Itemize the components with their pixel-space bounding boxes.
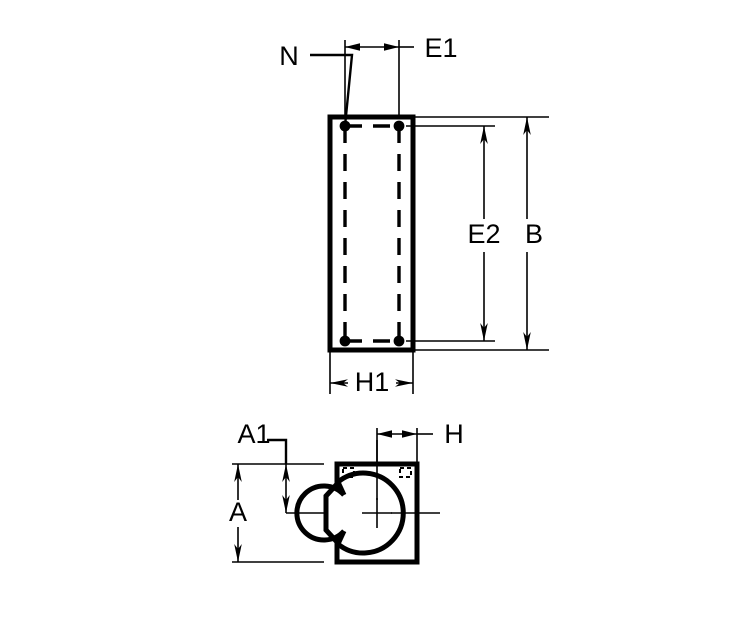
h1-arrow-right <box>395 379 413 387</box>
h1-arrow-left <box>330 379 348 387</box>
dimension-b: B <box>406 116 549 351</box>
dimension-label-e1: E1 <box>424 33 457 63</box>
pin-dot-top-right <box>393 120 405 132</box>
e1-arrow-left <box>345 43 360 51</box>
h-arrow-right <box>402 430 417 438</box>
pin-dot-bottom-right <box>393 335 405 347</box>
dimension-label-b: B <box>525 219 543 249</box>
n-leader-line <box>310 53 354 127</box>
pin-dot-bottom-left <box>339 335 351 347</box>
a1-arrow-top <box>282 464 290 482</box>
dimension-label-a: A <box>229 497 247 527</box>
dimension-label-h: H <box>444 419 464 449</box>
dimension-a1: A1 <box>237 419 324 514</box>
b-arrow-top <box>523 117 531 135</box>
h-arrow-left <box>377 430 392 438</box>
a1-arrow-bottom <box>282 495 290 513</box>
dimension-e1: E1 <box>344 33 458 118</box>
dimension-label-a1: A1 <box>237 419 270 449</box>
a-arrow-top <box>234 464 242 482</box>
hidden-pin-right <box>399 467 412 478</box>
a1-leader-line <box>267 438 288 464</box>
dimension-a: A <box>229 463 324 563</box>
e2-arrow-bottom <box>480 323 488 341</box>
e1-arrow-right <box>384 43 399 51</box>
dimension-label-e2: E2 <box>467 219 500 249</box>
clamp-jaw-lower <box>335 529 347 546</box>
dimension-n: N <box>279 41 354 127</box>
a-arrow-bottom <box>234 544 242 562</box>
hidden-pin-left <box>342 467 355 478</box>
top-view-group: N E1 <box>279 33 549 397</box>
top-view-body-outline <box>327 114 416 353</box>
dimension-label-h1: H1 <box>355 367 390 397</box>
dimension-h1: H1 <box>329 352 414 397</box>
dimension-label-n: N <box>279 41 299 71</box>
b-arrow-bottom <box>523 332 531 350</box>
e2-arrow-top <box>480 126 488 144</box>
front-view-group: H A A1 <box>229 419 464 565</box>
dimension-e2: E2 <box>406 125 501 342</box>
clamp-jaw-upper <box>335 480 347 497</box>
dimension-h: H <box>376 419 464 464</box>
